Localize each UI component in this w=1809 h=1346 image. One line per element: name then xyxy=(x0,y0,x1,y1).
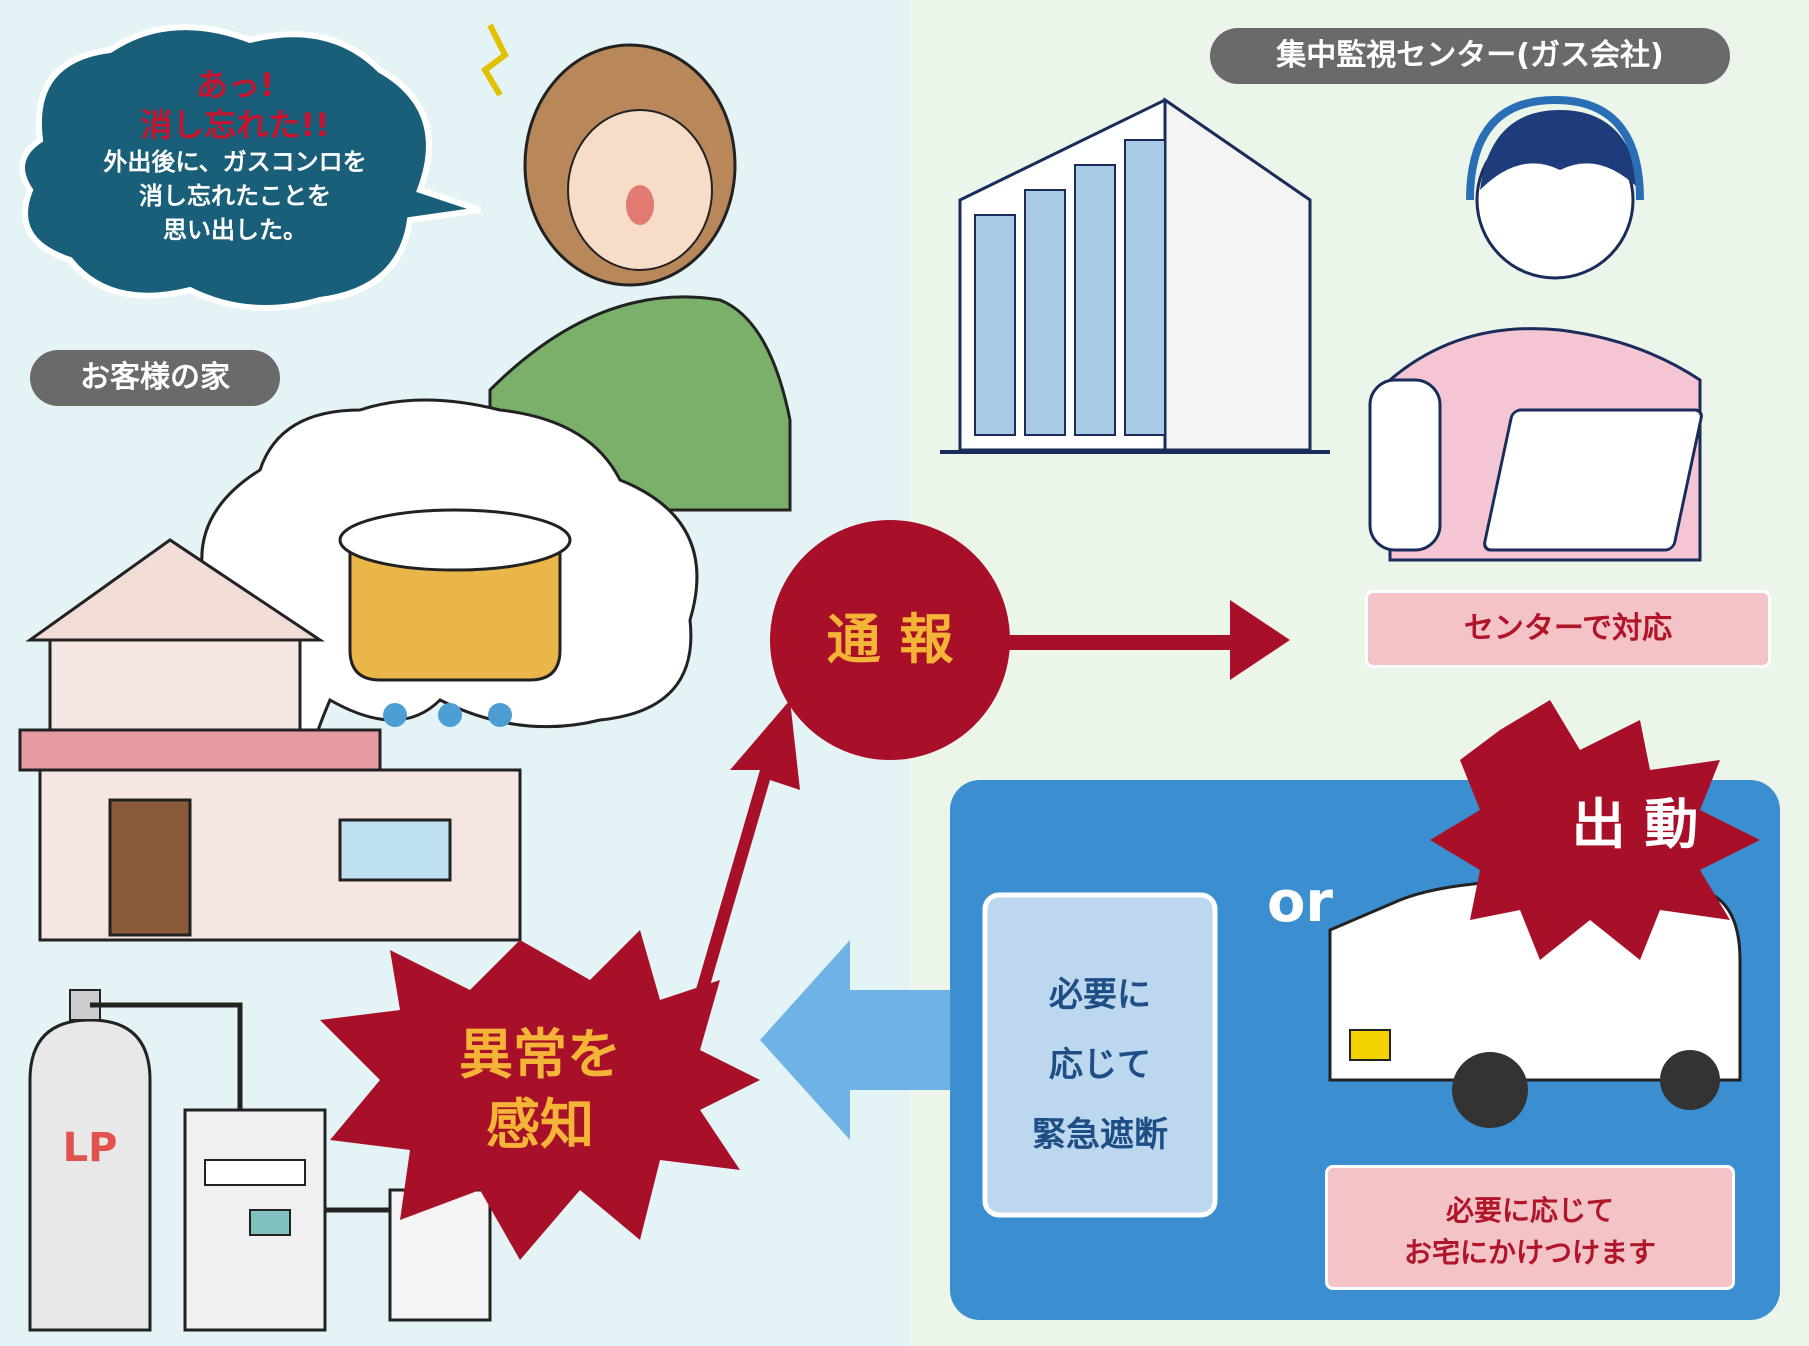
boiling-pot-icon xyxy=(338,508,572,727)
report-text: 通 報 xyxy=(826,608,954,671)
shutoff-box xyxy=(982,892,1218,1218)
rush-box: 必要に応じて お宅にかけつけます xyxy=(1325,1165,1735,1290)
rush-line-1: 必要に応じて xyxy=(1445,1194,1614,1227)
bubble-line-2: 消し忘れたことを xyxy=(139,182,331,210)
report-to-center-arrow xyxy=(980,600,1290,680)
shutoff-text: 必要に 応じて 緊急遮断 xyxy=(985,960,1215,1170)
office-building-icon xyxy=(940,97,1330,454)
detect-line-1: 異常を xyxy=(459,1023,621,1086)
forgot-text: 消し忘れた!! xyxy=(140,106,330,144)
shutoff-arrow xyxy=(760,940,950,1140)
or-text: or xyxy=(1266,870,1334,935)
speech-bubble-text: あっ! 消し忘れた!! 外出後に、ガスコンロを 消し忘れたことを 思い出した。 xyxy=(50,65,420,247)
detect-text: 異常を 感知 xyxy=(430,1020,650,1160)
center-response-box: センターで対応 xyxy=(1365,590,1771,668)
home-label: お客様の家 xyxy=(30,350,280,406)
exclaim-text: あっ! xyxy=(195,66,275,104)
shutoff-line-1: 必要に xyxy=(1049,975,1151,1015)
dispatch-text: 出 動 xyxy=(1571,793,1699,856)
lp-label: LP xyxy=(62,1125,118,1171)
bubble-line-3: 思い出した。 xyxy=(163,216,307,244)
speech-bubble xyxy=(19,24,481,311)
shutoff-line-3: 緊急遮断 xyxy=(1032,1115,1168,1155)
dispatch-starburst xyxy=(1430,700,1760,960)
detect-to-report-arrow xyxy=(690,700,800,1020)
report-circle xyxy=(770,520,1010,760)
lp-gas-tank-icon xyxy=(28,989,152,1332)
center-label: 集中監視センター(ガス会社) xyxy=(1210,28,1730,84)
shutoff-line-2: 応じて xyxy=(1049,1045,1151,1085)
operator-icon xyxy=(1368,95,1703,562)
detect-starburst xyxy=(320,930,760,1260)
detect-line-2: 感知 xyxy=(486,1093,594,1156)
rush-line-2: お宅にかけつけます xyxy=(1403,1236,1656,1269)
house-icon xyxy=(18,538,522,942)
worried-woman-icon xyxy=(481,23,792,512)
bubble-line-1: 外出後に、ガスコンロを xyxy=(103,148,367,176)
gas-meter-icon xyxy=(90,1002,492,1332)
